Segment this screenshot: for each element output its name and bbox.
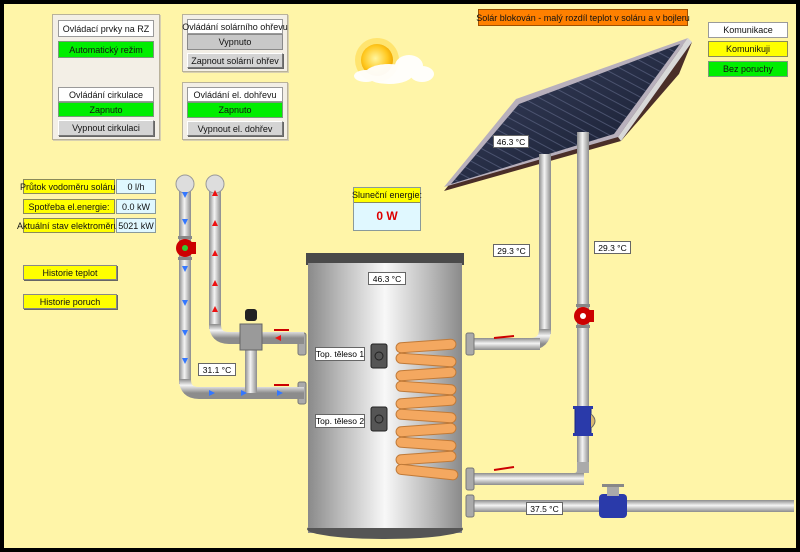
solar-heating-panel: Ovládání solárního ohřevu Vypnuto Zapnou…: [182, 14, 288, 72]
solar-blocked-alert: Solár blokován - malý rozdíl teplot v so…: [476, 9, 690, 26]
auto-mode-status: Automatický režim: [58, 41, 154, 58]
readout-flow-value: 0 l/h: [116, 179, 156, 194]
temp-cold-inlet: 37.5 °C: [526, 502, 563, 515]
heater2-label: Top. těleso 2: [315, 414, 365, 428]
circulation-header: Ovládání cirkulace: [58, 87, 154, 102]
flow-meter-icon: [573, 406, 596, 436]
heater2-socket: [370, 406, 388, 432]
electric-heating-header: Ovládání el. dohřevu: [187, 87, 283, 102]
temp-boiler-top: 46.3 °C: [368, 272, 406, 285]
fault-status: Bez poruchy: [708, 61, 788, 77]
readout-meter-value: 5021 kW: [116, 218, 156, 233]
temp-solar-panel: 46.3 °C: [493, 135, 529, 148]
heat-exchanger-coil: [395, 338, 459, 481]
hot-flow-arrows: [212, 190, 281, 341]
circulation-pump-icon: [176, 236, 196, 260]
toggle-solar-heating-button[interactable]: Zapnout solární ohřev: [187, 53, 283, 68]
solar-heating-header: Ovládání solárního ohřevu: [182, 19, 288, 34]
rz-controls-panel: Ovládací prvky na RZ Automatický režim O…: [52, 14, 160, 140]
communication-status: Komunikuji: [708, 41, 788, 57]
electric-heating-status: Zapnuto: [187, 102, 283, 118]
heater1-label: Top. těleso 1: [315, 347, 365, 361]
circulation-status: Zapnuto: [58, 102, 154, 117]
solar-heating-status: Vypnuto: [187, 34, 283, 50]
readout-power-value: 0.0 kW: [116, 199, 156, 214]
cold-flow-arrows: [182, 192, 283, 396]
hydraulic-diagram: [175, 38, 794, 539]
inlet-valve-icon: [599, 484, 627, 518]
temp-circulation: 31.1 °C: [198, 363, 236, 376]
readout-power-label: Spotřeba el.energie:: [23, 199, 115, 214]
electric-heating-panel: Ovládání el. dohřevu Zapnuto Vypnout el.…: [182, 82, 288, 140]
toggle-circulation-button[interactable]: Vypnout cirkulaci: [58, 120, 154, 136]
rz-header: Ovládací prvky na RZ: [58, 20, 154, 37]
temp-solar-supply: 29.3 °C: [493, 244, 530, 257]
fault-history-button[interactable]: Historie poruch: [23, 294, 117, 309]
temperature-history-button[interactable]: Historie teplot: [23, 265, 117, 280]
solar-energy-label: Sluneční energie:: [352, 188, 422, 203]
toggle-electric-heating-button[interactable]: Vypnout el. dohřev: [187, 121, 283, 136]
scada-screen: Ovládací prvky na RZ Automatický režim O…: [4, 4, 796, 548]
weather-cloud-icon: [354, 55, 434, 84]
heater1-socket: [370, 343, 388, 369]
temp-solar-return: 29.3 °C: [594, 241, 631, 254]
solar-energy-box: Sluneční energie: 0 W: [352, 187, 422, 231]
solar-collector: [444, 38, 692, 191]
solar-energy-value: 0 W: [376, 209, 398, 223]
readout-flow-label: Průtok vodoměru soláru:: [20, 179, 118, 194]
communication-header: Komunikace: [708, 22, 788, 38]
readout-meter-label: Aktuální stav elektroměru:: [17, 218, 121, 233]
solar-pump-icon: [574, 304, 594, 328]
